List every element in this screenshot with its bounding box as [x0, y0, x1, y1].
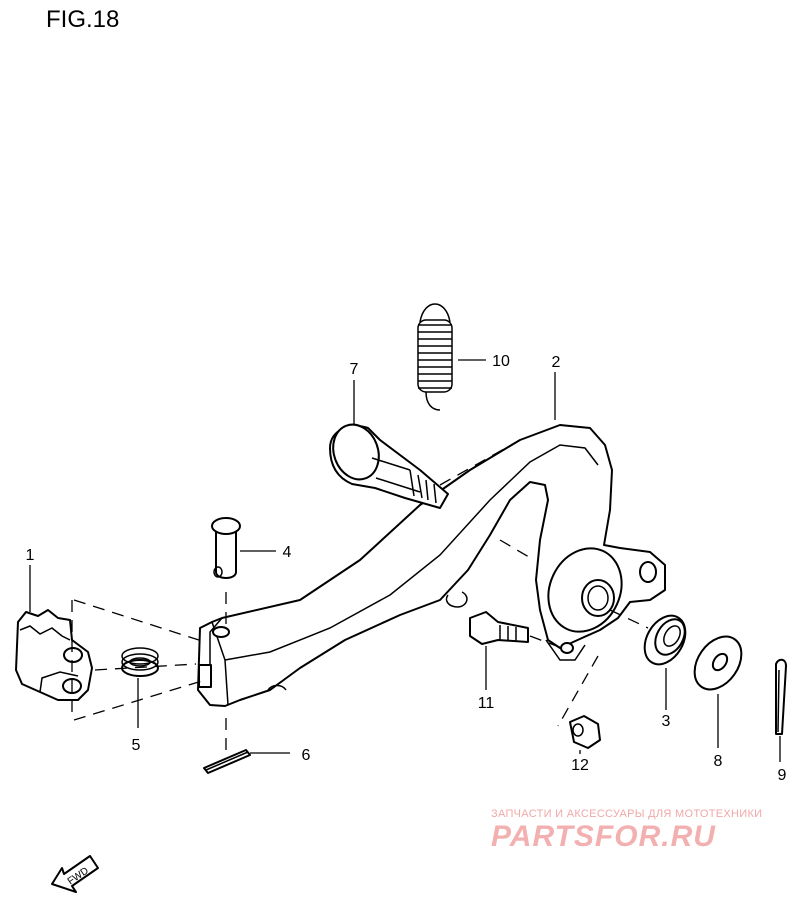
callout-2: 2 — [552, 354, 561, 371]
callout-10: 10 — [492, 353, 510, 370]
brake-pedal-arm — [197, 424, 666, 707]
callout-8: 8 — [714, 753, 723, 770]
callout-4: 4 — [283, 544, 292, 561]
watermark-brand: PARTSFOR.RU — [491, 820, 716, 853]
callout-7: 7 — [350, 361, 359, 378]
footrest-plate — [15, 609, 93, 701]
fwd-arrow-icon: FWD — [51, 855, 99, 893]
hex-nut — [569, 715, 601, 749]
callout-1: 1 — [26, 547, 35, 564]
callout-11: 11 — [478, 695, 495, 712]
return-spring — [121, 647, 159, 677]
pivot-bolt — [329, 423, 449, 509]
clevis-pin — [211, 517, 241, 579]
callout-5: 5 — [132, 737, 141, 754]
tension-spring — [417, 303, 453, 411]
callout-3: 3 — [662, 713, 671, 730]
cotter-pin-9 — [775, 658, 787, 735]
figure-title: FIG.18 — [46, 6, 120, 33]
washer — [693, 635, 743, 691]
cotter-pin-6 — [203, 749, 251, 774]
leader-lines — [29, 359, 781, 762]
callout-9: 9 — [778, 767, 787, 784]
bushing — [643, 614, 687, 666]
callout-12: 12 — [571, 757, 589, 774]
hex-bolt — [469, 611, 529, 645]
callout-6: 6 — [302, 747, 311, 764]
watermark-tagline: ЗАПЧАСТИ И АКСЕССУАРЫ ДЛЯ МОТОТЕХНИКИ — [491, 808, 763, 820]
